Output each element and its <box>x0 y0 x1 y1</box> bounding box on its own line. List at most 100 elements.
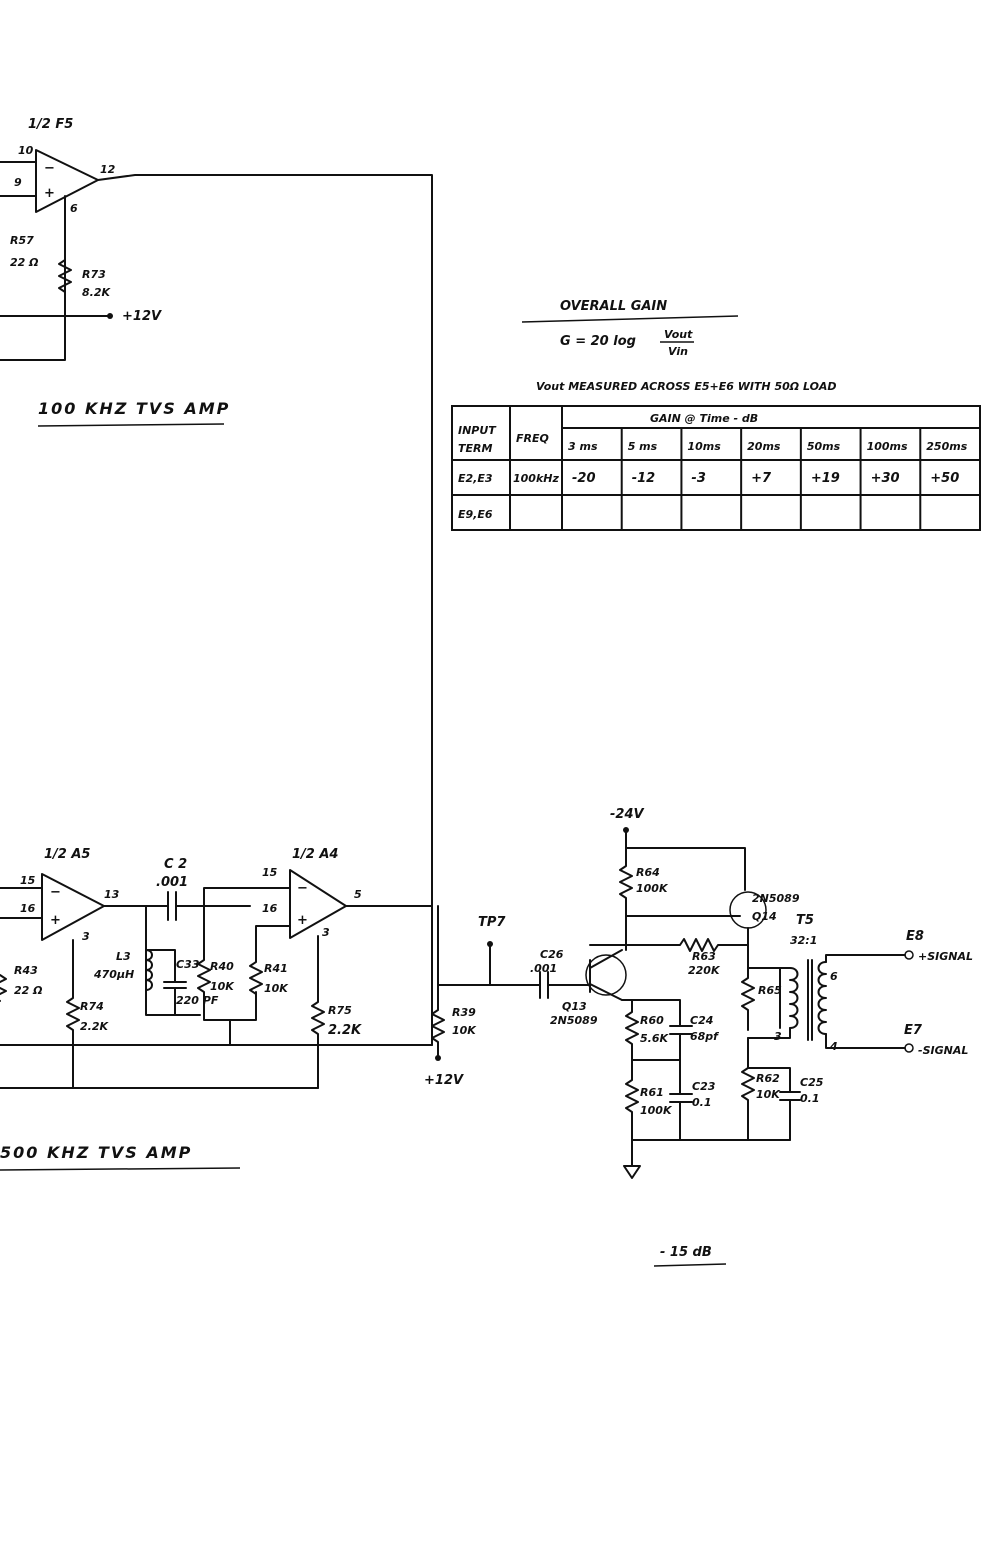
t5-pin4: 4 <box>829 1040 838 1053</box>
gain-table-value-cell: +50 <box>930 471 959 486</box>
top-opamp-plus: + <box>44 186 55 201</box>
r60-value: 5.6K <box>640 1032 669 1045</box>
bottom-opamp-b-minus: − <box>297 881 308 896</box>
e8-terminal[interactable] <box>904 950 914 960</box>
bottom-opamp-b-plus: + <box>297 913 308 928</box>
c33-capacitor <box>145 949 187 1016</box>
r74-label: R74 <box>80 1000 104 1013</box>
output-level: - 15 dB <box>660 1245 712 1260</box>
bottom-opamp-b-pin15: 15 <box>262 866 278 879</box>
top-opamp-pin-9: 9 <box>14 176 22 189</box>
gain-table-value-cell: +30 <box>871 471 900 486</box>
r43-value: 22 Ω <box>14 984 43 997</box>
top-opamp-minus: − <box>44 161 55 176</box>
c33-label: C33 <box>176 958 200 971</box>
r41-label: R41 <box>264 962 288 975</box>
gain-heading: OVERALL GAIN <box>560 299 667 314</box>
top-wire-pin6 <box>0 195 66 361</box>
bottom-amp-title-underline <box>0 1167 241 1171</box>
r60-label: R60 <box>640 1014 664 1027</box>
r75-value: 2.2K <box>328 1023 362 1038</box>
c2-value: .001 <box>156 875 188 890</box>
c2-label: C 2 <box>164 857 187 872</box>
q13-label: Q13 <box>562 1000 587 1013</box>
r64-resistor <box>619 847 633 951</box>
r40-resistor <box>197 905 257 1021</box>
c26-value: .001 <box>530 962 557 975</box>
tank-left-wire <box>145 905 201 1016</box>
bottom-opamp-b-pin5: 5 <box>354 888 362 901</box>
e7-wire <box>825 1033 906 1049</box>
r64-value: 100K <box>636 882 669 895</box>
c2-capacitor <box>167 891 177 921</box>
gain-table-header-group: GAIN @ Time - dB <box>650 412 758 425</box>
r39-label: R39 <box>452 1006 476 1019</box>
bottom-opamp-b-symbol <box>289 869 347 939</box>
bottom-opamp-b-pin16: 16 <box>262 902 278 915</box>
r43-resistor <box>0 974 7 1002</box>
gain-table-column-header: 100ms <box>867 440 908 453</box>
t5-secondary-winding <box>817 961 827 1035</box>
e8-wire <box>825 954 906 963</box>
r39-supply-terminal <box>435 1055 441 1061</box>
gain-table-header-input-2: TERM <box>458 442 492 455</box>
bottom-opamp-a-pin3: 3 <box>82 930 90 943</box>
gain-table-value-cell: -20 <box>572 471 596 486</box>
r73-label: R73 <box>82 268 106 281</box>
gain-table-value-cell: +7 <box>751 471 772 486</box>
top-amp-title: 100 KHZ TVS AMP <box>38 399 230 418</box>
bottom-supply-label: +12V <box>424 1073 464 1088</box>
r57-label: R57 <box>10 234 34 247</box>
e7-terminal[interactable] <box>904 1043 914 1053</box>
bottom-amp-chip-a: 1/2 A5 <box>44 847 90 862</box>
gain-table-term-cell: E2,E3 <box>458 472 493 485</box>
e7-signal: -SIGNAL <box>918 1044 968 1057</box>
r65-resistor <box>741 944 755 1031</box>
t5-pin6: 6 <box>830 970 838 983</box>
gain-table-header-freq: FREQ <box>516 432 549 445</box>
top-opamp-pin-12: 12 <box>100 163 116 176</box>
r75-label: R75 <box>328 1004 352 1017</box>
gain-table <box>451 405 981 531</box>
r41-value: 10K <box>264 982 289 995</box>
bottom-opamp-a-plus: + <box>50 913 61 928</box>
q13-leads <box>589 949 623 1001</box>
r74-value: 2.2K <box>80 1020 109 1033</box>
r64-label: R64 <box>636 866 660 879</box>
top-amp-title-underline <box>37 423 225 427</box>
gain-table-column-lines <box>620 428 922 530</box>
bottom-opamp-a-symbol <box>41 873 105 941</box>
top-supply-terminal <box>107 313 113 319</box>
bottom-wire-to-b-minus <box>203 887 291 907</box>
bottom-opamp-a-pin16: 16 <box>20 902 36 915</box>
bottom-opamp-a-pin15: 15 <box>20 874 36 887</box>
r75-resistor <box>311 935 325 1089</box>
q14-type: 2N5089 <box>752 892 800 905</box>
e7-label: E7 <box>904 1023 923 1038</box>
r63-resistor <box>589 927 749 952</box>
t5-primary-wires <box>747 967 791 1039</box>
r74-resistor <box>66 939 80 1089</box>
l3-inductor <box>145 949 153 991</box>
bottom-opamp-b-pin3: 3 <box>322 926 330 939</box>
gain-formula-lhs: G = 20 log <box>560 334 636 349</box>
gain-table-column-header: 3 ms <box>568 440 598 453</box>
t5-pin3: 3 <box>774 1030 782 1043</box>
q13-type: 2N5089 <box>550 1014 598 1027</box>
r57-value: 22 Ω <box>10 256 39 269</box>
c23-label: C23 <box>692 1080 716 1093</box>
r73-value: 8.2K <box>82 286 111 299</box>
r39-value: 10K <box>452 1024 477 1037</box>
driver-section: TP7 C26 .001 Q13 2N5089 -24V R64 100K 2N… <box>478 807 973 1179</box>
c26-capacitor <box>539 971 549 999</box>
neg-supply-label: -24V <box>610 807 644 822</box>
t5-core <box>807 959 813 1041</box>
r40-value: 10K <box>210 980 235 993</box>
e8-label: E8 <box>906 929 924 944</box>
c23-capacitor <box>669 1059 693 1141</box>
t5-primary-winding <box>779 967 799 1029</box>
top-output-bus <box>97 174 433 1046</box>
